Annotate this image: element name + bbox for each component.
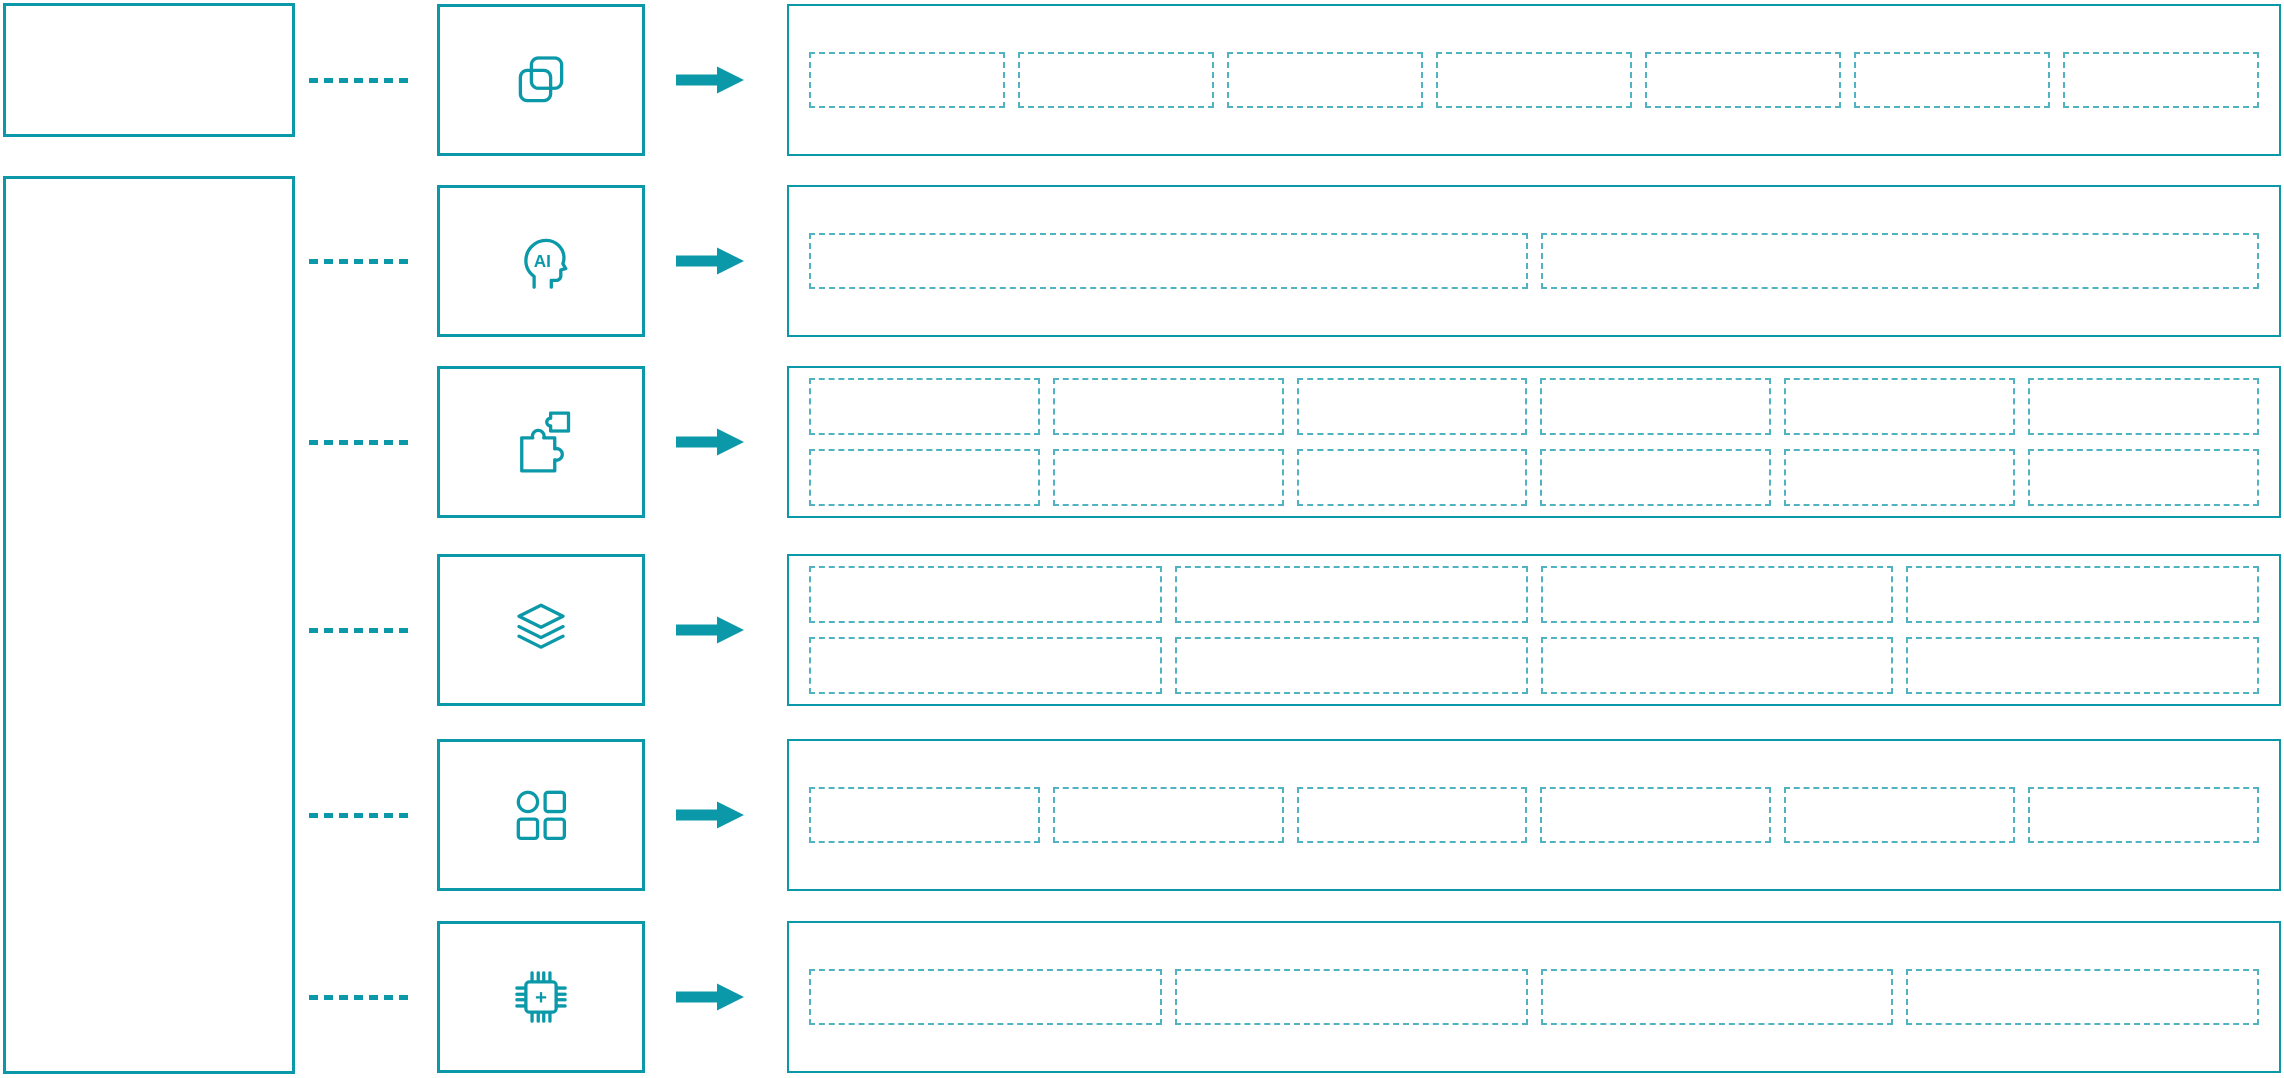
ai-head-icon: AI: [508, 228, 574, 294]
row-container-row-4: [787, 554, 2281, 706]
placeholder-cell: [1018, 52, 1214, 108]
placeholder-cell: [1784, 787, 2016, 843]
placeholder-grid: [789, 556, 2279, 704]
placeholder-grid: [789, 368, 2279, 516]
row-container-row-1: [787, 4, 2281, 156]
overlapping-squares-icon: [508, 47, 574, 113]
puzzle-icon: [508, 409, 574, 475]
placeholder-cell: [1854, 52, 2050, 108]
row-container-row-2: [787, 185, 2281, 337]
placeholder-cell: [1052, 449, 1284, 506]
placeholder-cell: [1906, 969, 2259, 1025]
placeholder-cell: [809, 787, 1040, 843]
left-main-box: [3, 176, 295, 1074]
placeholder-cell: [809, 449, 1040, 506]
placeholder-cell: [809, 52, 1005, 108]
placeholder-cell: [1540, 969, 1894, 1025]
row-container-row-3: [787, 366, 2281, 518]
placeholder-cell: [809, 378, 1040, 435]
placeholder-cell: [1784, 449, 2016, 506]
icon-box-row-4: [437, 554, 645, 706]
placeholder-cell: [1052, 378, 1284, 435]
placeholder-grid: [789, 923, 2279, 1071]
connector-dashed-line: [309, 258, 413, 264]
arrow-right-icon: [676, 246, 744, 276]
left-top-box: [3, 3, 295, 137]
placeholder-cell: [1540, 378, 1772, 435]
icon-box-row-2: AI: [437, 185, 645, 337]
icon-box-row-1: [437, 4, 645, 156]
placeholder-cell: [1540, 637, 1894, 694]
arrow-right-icon: [676, 65, 744, 95]
placeholder-cell: [1296, 787, 1528, 843]
placeholder-cell: [1906, 566, 2259, 623]
chip-plus-icon: +: [508, 964, 574, 1030]
placeholder-grid: [789, 741, 2279, 889]
placeholder-cell: [1174, 969, 1528, 1025]
connector-dashed-line: [309, 627, 413, 633]
icon-box-row-3: [437, 366, 645, 518]
placeholder-cell: [809, 233, 1528, 289]
placeholder-cell: [1174, 637, 1528, 694]
placeholder-cell: [1174, 566, 1528, 623]
row-container-row-5: [787, 739, 2281, 891]
placeholder-cell: [809, 566, 1162, 623]
placeholder-cell: [809, 637, 1162, 694]
row-container-row-6: [787, 921, 2281, 1073]
connector-dashed-line: [309, 439, 413, 445]
placeholder-grid: [789, 6, 2279, 154]
arrow-right-icon: [676, 427, 744, 457]
placeholder-cell: [1052, 787, 1284, 843]
svg-text:AI: AI: [534, 251, 551, 271]
placeholder-cell: [2028, 449, 2259, 506]
placeholder-grid: [789, 187, 2279, 335]
placeholder-cell: [1540, 233, 2259, 289]
connector-dashed-line: [309, 994, 413, 1000]
connector-dashed-line: [309, 77, 413, 83]
arrow-right-icon: [676, 800, 744, 830]
placeholder-cell: [1906, 637, 2259, 694]
placeholder-cell: [1645, 52, 1841, 108]
icon-box-row-6: +: [437, 921, 645, 1073]
layers-icon: [508, 597, 574, 663]
placeholder-cell: [2028, 378, 2259, 435]
placeholder-cell: [1784, 378, 2016, 435]
icon-box-row-5: [437, 739, 645, 891]
placeholder-cell: [809, 969, 1162, 1025]
placeholder-cell: [2063, 52, 2259, 108]
connector-dashed-line: [309, 812, 413, 818]
placeholder-cell: [1296, 449, 1528, 506]
placeholder-cell: [1296, 378, 1528, 435]
placeholder-cell: [1227, 52, 1423, 108]
placeholder-cell: [2028, 787, 2259, 843]
placeholder-cell: [1540, 566, 1894, 623]
arrow-right-icon: [676, 615, 744, 645]
arrow-right-icon: [676, 982, 744, 1012]
svg-text:+: +: [535, 986, 547, 1009]
placeholder-cell: [1436, 52, 1632, 108]
placeholder-cell: [1540, 449, 1772, 506]
app-grid-icon: [508, 782, 574, 848]
placeholder-cell: [1540, 787, 1772, 843]
